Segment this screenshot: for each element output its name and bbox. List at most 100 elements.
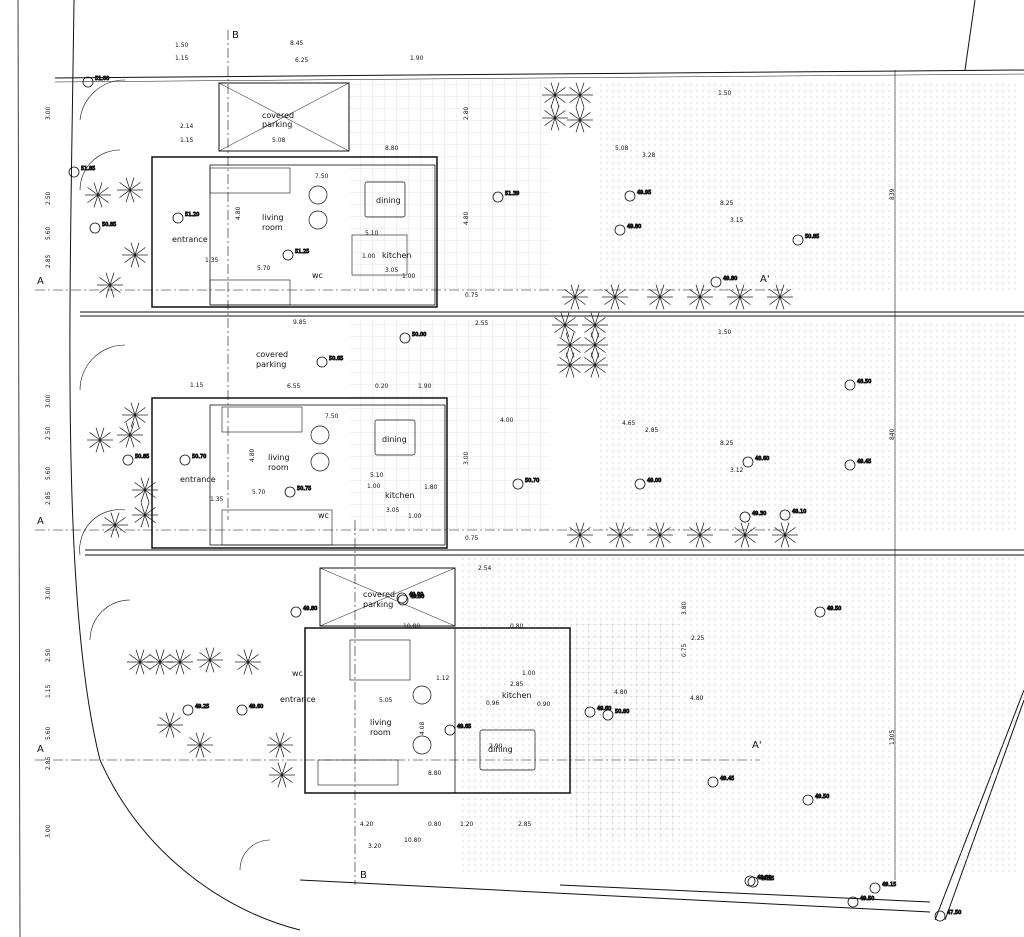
level-marker: 49.80 [397, 594, 425, 606]
unit1-dim: 0.75 [465, 292, 479, 299]
unit1-dim: 1.00 [402, 273, 416, 280]
unit1-entrance-label: entrance [172, 235, 208, 244]
unit3-dim: 2.85 [510, 681, 524, 688]
unit1-covered-label: covered [262, 111, 294, 120]
section-lines [35, 30, 790, 885]
top-dim: 1.90 [410, 55, 424, 62]
unit3-dim: 4.80 [614, 689, 628, 696]
unit3-dim: 5.05 [379, 697, 393, 704]
top-dim: 1.50 [175, 42, 189, 49]
unit3-dim: 10.80 [404, 837, 421, 844]
section-marker-b-top: B [232, 30, 239, 41]
shrub [87, 427, 113, 453]
shrub [157, 712, 183, 738]
unit1-dim: 1.35 [205, 257, 219, 264]
level-marker: 49.60 [584, 706, 612, 718]
shrub [732, 522, 758, 548]
level-value: 49.45 [857, 459, 871, 465]
level-value: 50.70 [192, 454, 206, 460]
unit1-dim: 1.50 [718, 90, 732, 97]
level-marker: 49.00 [634, 478, 662, 490]
level-marker: 51.00 [82, 76, 110, 88]
level-marker: 50.65 [316, 356, 344, 368]
shrub [117, 177, 143, 203]
shrub [727, 284, 753, 310]
left-dim: 2.50 [45, 426, 52, 440]
unit1-dim: 3.15 [730, 217, 744, 224]
left-dim: 5.60 [45, 726, 52, 740]
level-marker: 48.10 [779, 509, 807, 521]
level-value: 49.60 [249, 704, 263, 710]
shrub [97, 272, 123, 298]
level-marker: 50.80 [602, 709, 630, 721]
level-marker: 48.50 [844, 379, 872, 391]
shrub [567, 107, 593, 133]
shrub [567, 522, 593, 548]
unit3-kitchen-label: kitchen [502, 691, 531, 700]
unit3-dim: 0.80 [428, 821, 442, 828]
top-dim: 3.28 [642, 152, 656, 159]
unit2-dim: 1.00 [408, 513, 422, 520]
unit2-living-label: living [268, 453, 290, 462]
unit-3 [89, 567, 571, 871]
level-value: 50.75 [297, 486, 311, 492]
level-value: 49.00 [647, 478, 661, 484]
left-dim: 2.85 [45, 254, 52, 268]
unit3-dim: 10.80 [403, 623, 420, 630]
shrub [167, 649, 193, 675]
left-dim: 2.85 [45, 491, 52, 505]
level-value: 49.45 [720, 776, 734, 782]
armchair [310, 425, 330, 445]
unit2-dim: 2.54 [478, 565, 492, 572]
unit3-dim: 2.90 [489, 743, 503, 750]
landscape-areas [350, 80, 1020, 875]
shrubs [85, 82, 798, 788]
unit3-entrance-label: entrance [280, 695, 316, 704]
shrub [542, 105, 568, 131]
level-marker: 50.85 [792, 234, 820, 246]
overall-dim-3: 1305 [889, 730, 896, 745]
level-value: 49.80 [303, 606, 317, 612]
unit2-dim: 4.65 [622, 420, 636, 427]
left-dim: 2.50 [45, 648, 52, 662]
left-dim: 2.50 [45, 191, 52, 205]
unit2-dim: 4.00 [500, 417, 514, 424]
level-marker: 49.65 [444, 724, 472, 736]
unit1-dim: 5.70 [257, 265, 271, 272]
level-value: 48.60 [755, 456, 769, 462]
shrub [102, 512, 128, 538]
top-dim: 6.25 [295, 57, 309, 64]
armchair [412, 685, 432, 705]
shrub [85, 182, 111, 208]
unit1-dim: 4.80 [235, 206, 242, 220]
shrub [557, 352, 583, 378]
level-marker: 49.80 [614, 224, 642, 236]
section-marker-a-prime-1: A' [760, 274, 770, 285]
unit2-dim: 1.90 [418, 383, 432, 390]
unit3-room-label: room [370, 728, 391, 737]
unit2-dim: 2.85 [645, 427, 659, 434]
shrub [562, 284, 588, 310]
unit2-dim: 4.80 [249, 448, 256, 462]
unit2-dining-label: dining [382, 435, 407, 444]
level-value: 49.15 [882, 882, 896, 888]
shrub [147, 649, 173, 675]
shrub [582, 312, 608, 338]
level-value: 51.85 [81, 166, 95, 172]
level-marker: 51.85 [68, 166, 96, 178]
shrub [602, 284, 628, 310]
shrub [582, 352, 608, 378]
unit2-dim: 1.15 [190, 382, 204, 389]
unit2-dim: 0.20 [375, 383, 389, 390]
level-marker: 49.80 [710, 276, 738, 288]
unit1-kitchen-label: kitchen [382, 251, 411, 260]
unit2-dim: 0.75 [465, 535, 479, 542]
unit3-dim: 4.20 [360, 821, 374, 828]
level-marker: 50.85 [89, 222, 117, 234]
unit3-dim: 2.85 [518, 821, 532, 828]
unit2-wc-label: wc [318, 511, 329, 520]
unit2-dim: 1.50 [718, 329, 732, 336]
level-value: 50.70 [525, 478, 539, 484]
level-marker: 50.75 [284, 486, 312, 498]
unit2-dim: 1.80 [424, 484, 438, 491]
